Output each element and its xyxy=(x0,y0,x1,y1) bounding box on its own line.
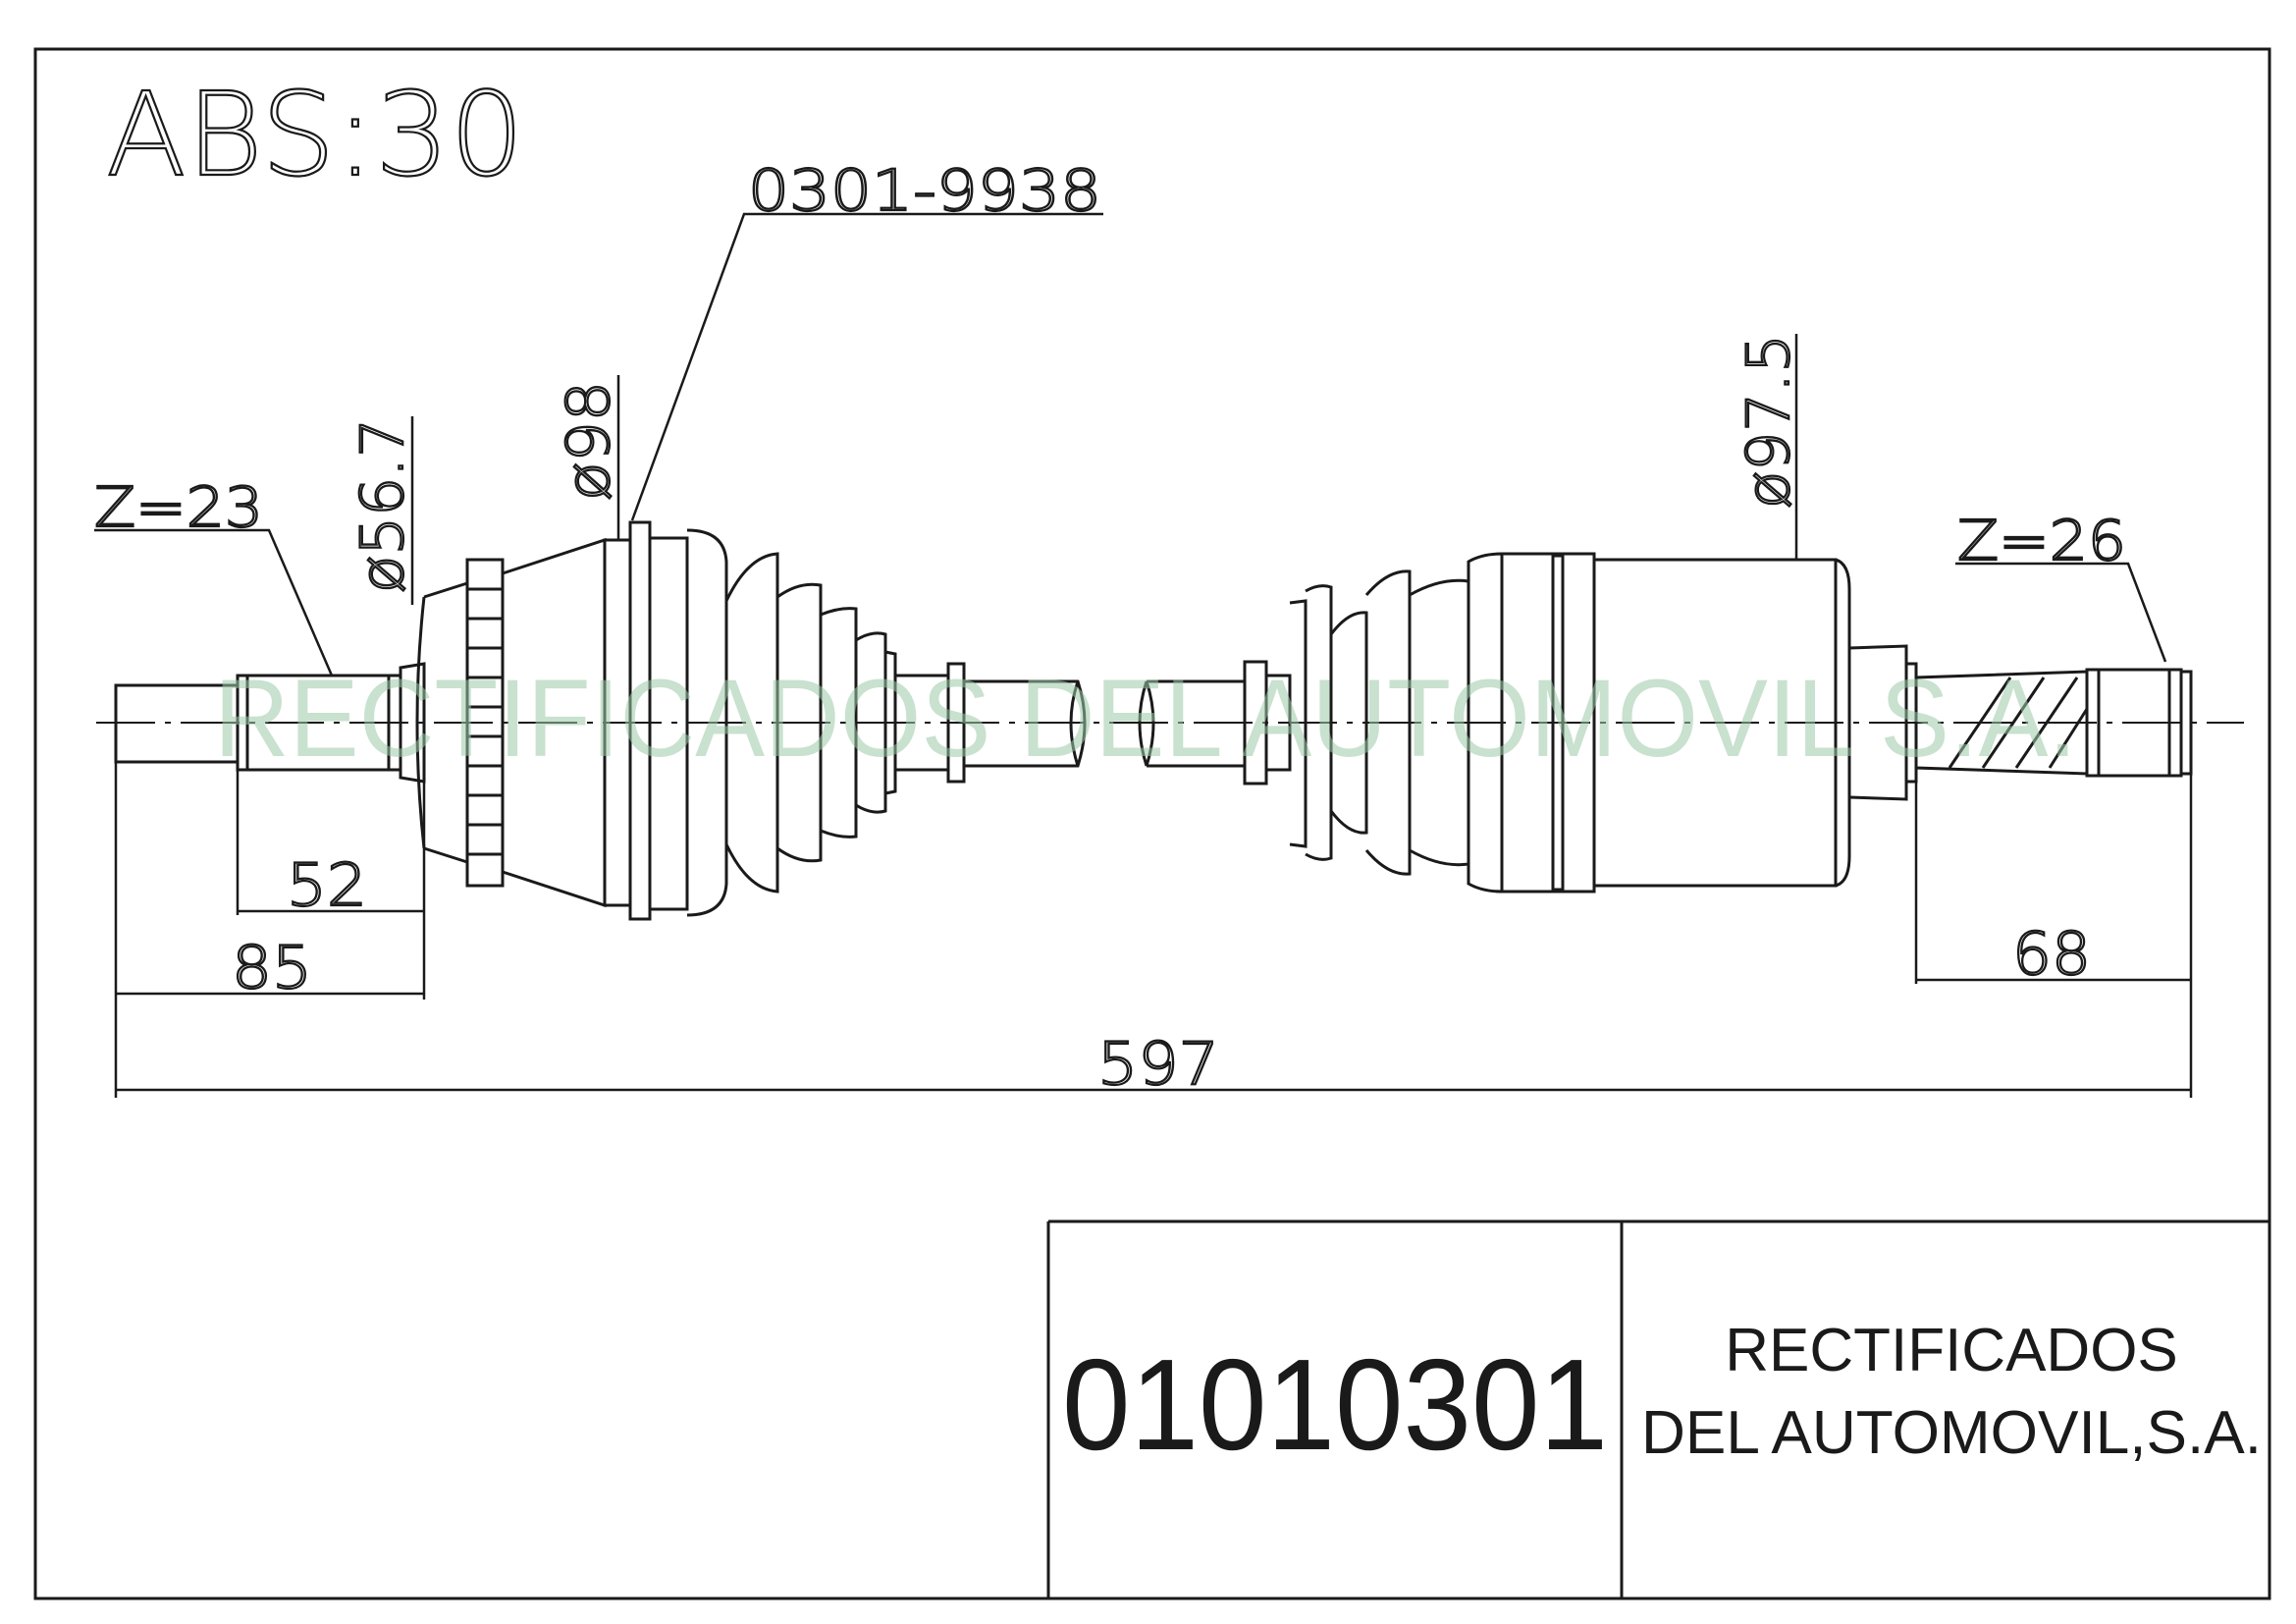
part-number: 01010301 xyxy=(1062,1332,1608,1477)
right-stub-shaft xyxy=(1904,662,2193,784)
diameter-98-label: ø98 xyxy=(555,381,623,501)
left-stub-shaft xyxy=(114,662,426,784)
abs-label: ABS:30 xyxy=(106,67,524,202)
watermark: RECTIFICADOS DEL AUTOMOVIL S.A. xyxy=(214,657,2077,780)
inner-cv-joint xyxy=(1467,552,1908,893)
part-reference-label: 0301-9938 xyxy=(748,157,1101,224)
drawing-frame xyxy=(33,47,2271,1600)
company-name-line1: RECTIFICADOS xyxy=(1725,1317,2178,1384)
dimension-597-label: 597 xyxy=(1097,1030,1219,1099)
outer-cv-joint xyxy=(415,520,728,921)
right-spline-teeth-label: Z=26 xyxy=(1957,510,2126,573)
dimension-85-label: 85 xyxy=(232,934,312,1002)
title-block xyxy=(1046,1219,2269,1598)
diameter-56-7-label: ø56.7 xyxy=(348,418,417,593)
left-spline-teeth-label: Z=23 xyxy=(94,476,263,540)
company-name-line2: DEL AUTOMOVIL,S.A. xyxy=(1641,1399,2262,1467)
dimension-68-label: 68 xyxy=(2012,920,2091,989)
dimension-lines xyxy=(94,212,2193,1098)
intermediate-shaft xyxy=(893,660,1292,785)
right-boot xyxy=(1289,569,1470,876)
diameter-97-5-label: ø97.5 xyxy=(1735,334,1803,509)
dimension-52-label: 52 xyxy=(287,851,367,920)
